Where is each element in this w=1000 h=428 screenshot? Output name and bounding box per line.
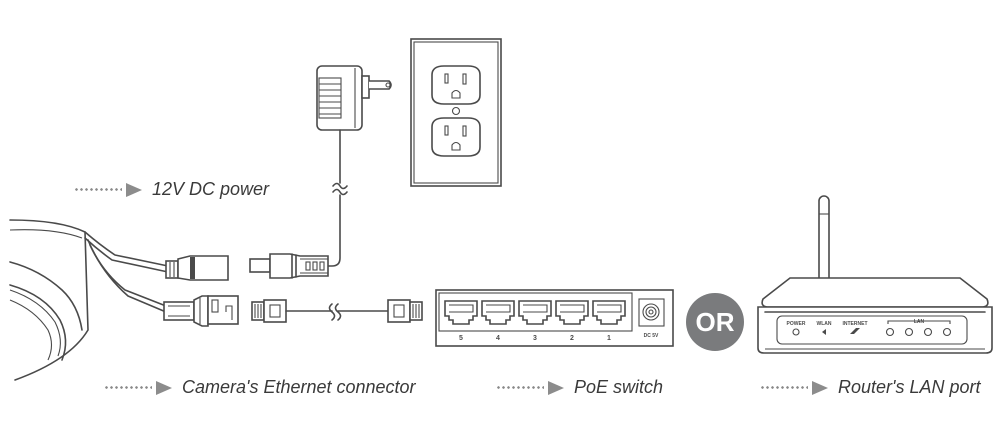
port-number-label: 2 [570,335,574,342]
router-label-wlan: WLAN [817,321,832,327]
arrowhead-icon [126,182,142,197]
router-label-lan: LAN [914,319,925,325]
router-label-internet: INTERNET [843,321,868,327]
ethernet-cable [251,299,423,323]
wall-outlet [410,38,502,187]
caption-text: Camera's Ethernet connector [182,377,416,397]
port-number-label: 5 [459,335,463,342]
caption-camera-ethernet: Camera's Ethernet connector [104,377,416,398]
switch-port-2: 2 [555,300,589,342]
router-label-power: POWER [787,321,806,327]
caption-text: PoE switch [574,377,664,397]
dotted-arrow-icon [760,386,808,389]
caption-dc-power: 12V DC power [74,179,269,200]
router: POWER WLAN INTERNET LAN [757,195,993,354]
dc-input-label: DC 5V [644,333,659,339]
switch-port-1: 1 [592,300,626,342]
caption-text: Router's LAN port [838,377,981,397]
power-adapter [249,65,392,279]
switch-port-5: 5 [444,300,478,342]
switch-port-4: 4 [481,300,515,342]
arrowhead-icon [812,380,828,395]
dc-plug [249,253,329,279]
or-badge: OR [686,293,744,351]
dotted-arrow-icon [74,188,122,191]
caption-router-lan: Router's LAN port [760,377,981,398]
port-number-label: 4 [496,335,500,342]
dome-camera [9,219,239,381]
dotted-arrow-icon [104,386,152,389]
caption-text: 12V DC power [152,179,270,199]
port-number-label: 1 [607,335,611,342]
caption-poe-switch: PoE switch [496,377,663,398]
dotted-arrow-icon [496,386,544,389]
arrowhead-icon [156,380,172,395]
arrowhead-icon [548,380,564,395]
switch-port-3: 3 [518,300,552,342]
poe-switch: 5 4 3 2 1 DC 5V [435,289,674,347]
port-number-label: 3 [533,335,537,342]
